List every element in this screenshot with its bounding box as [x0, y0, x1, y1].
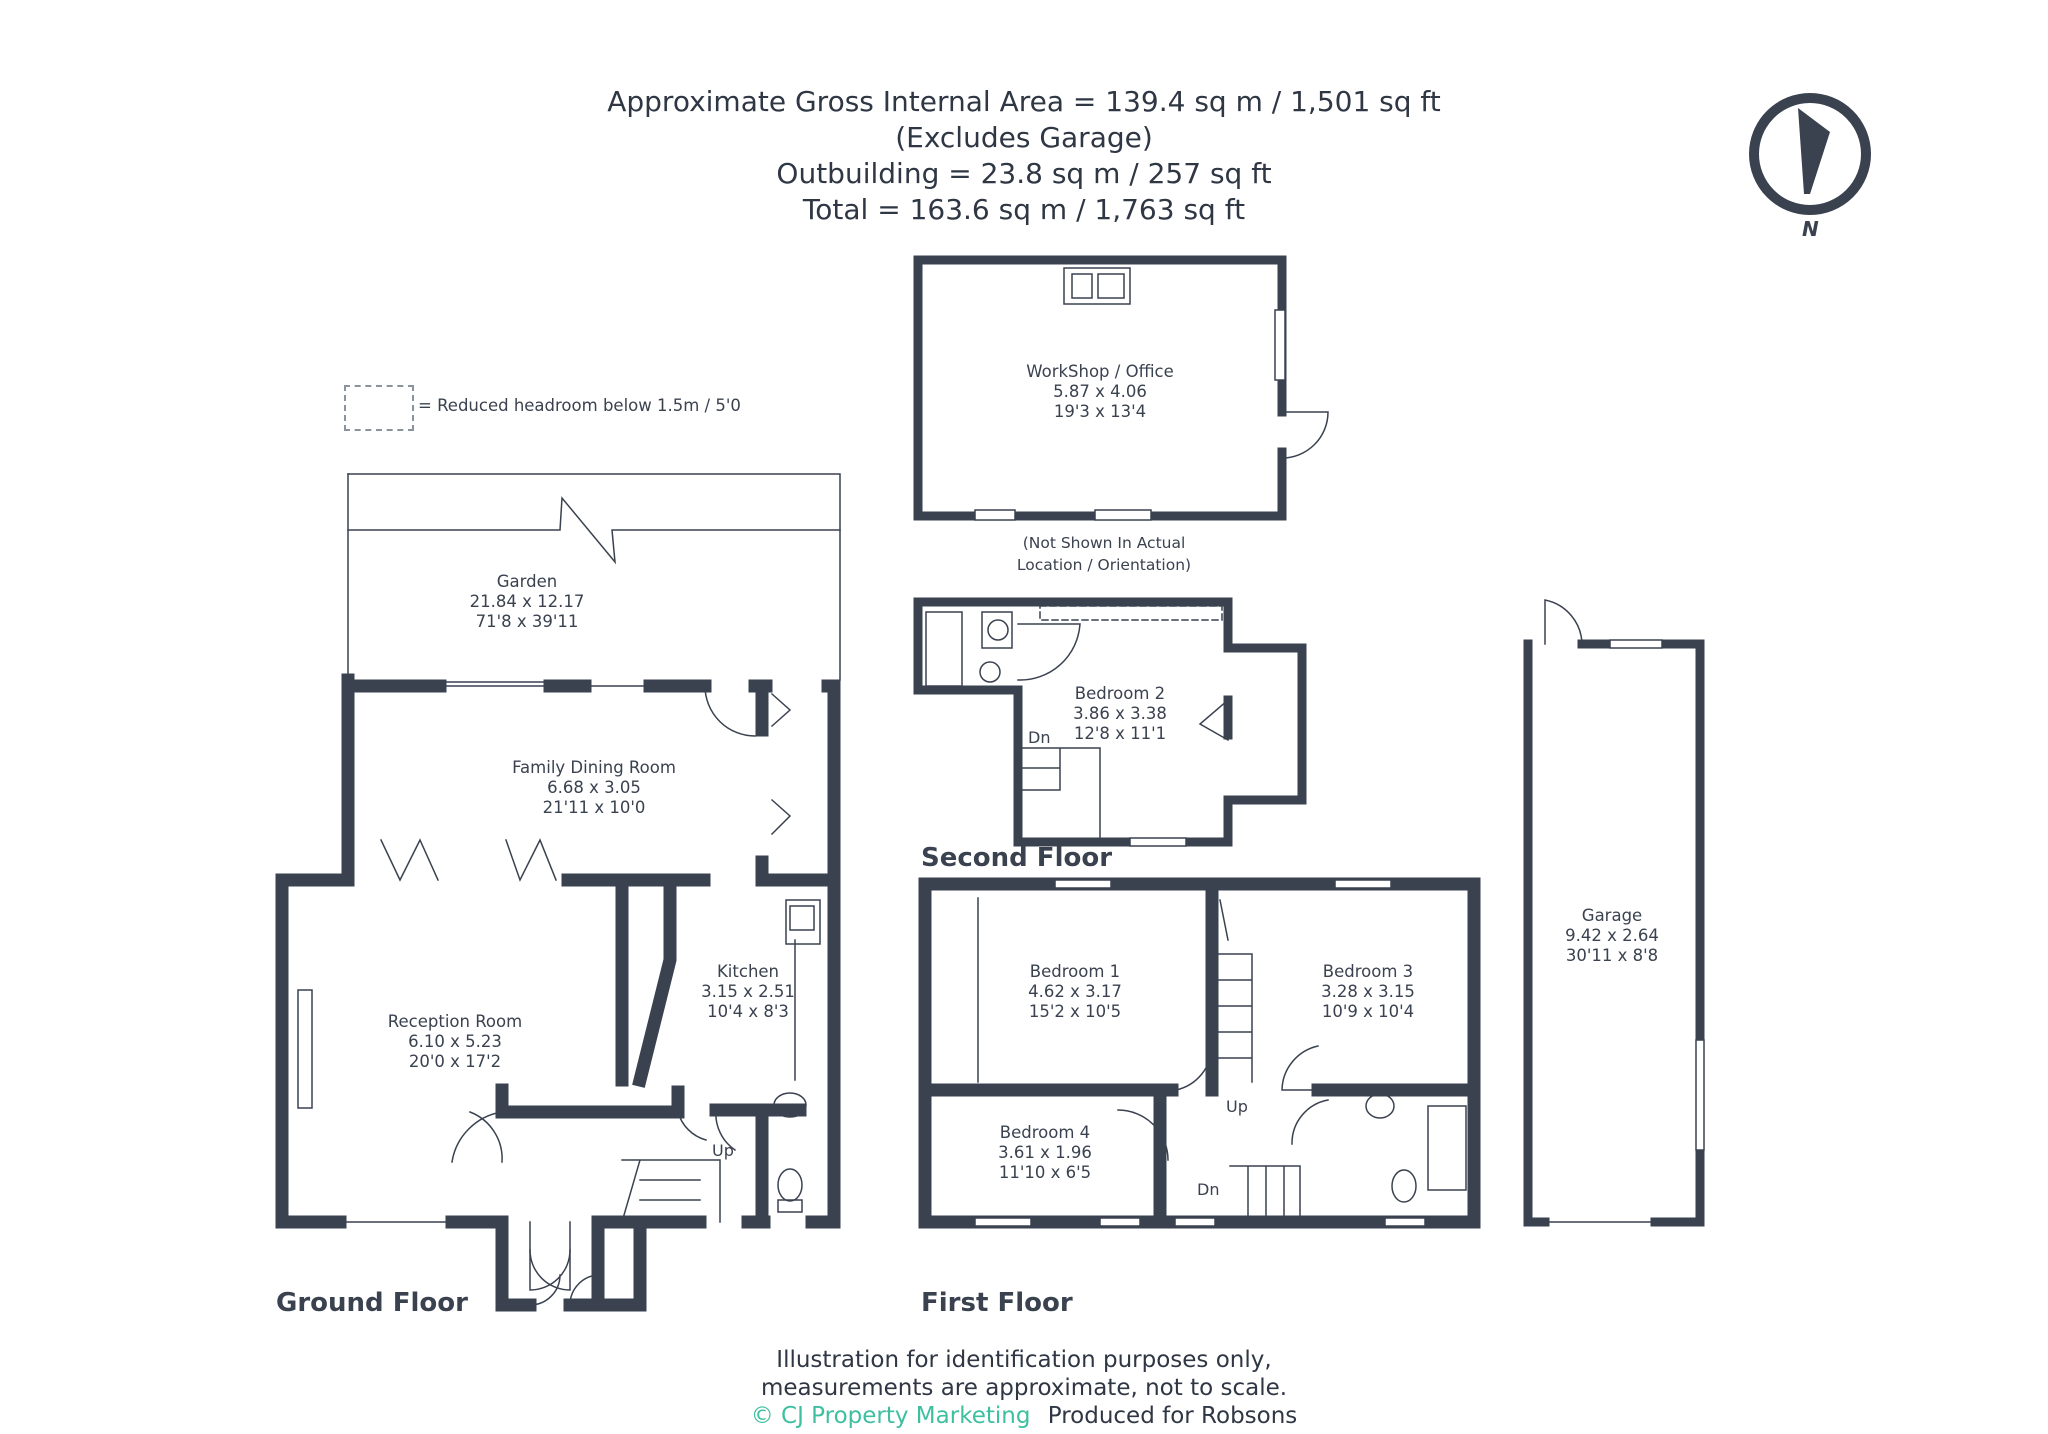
room-garage-name: Garage: [1581, 906, 1643, 925]
reduced-headroom-swatch: [344, 385, 414, 431]
room-family-dining: Family Dining Room 6.68 x 3.05 21'11 x 1…: [512, 758, 676, 818]
ground-stair-up-label: Up: [712, 1141, 734, 1160]
disclaimer-line-1: Illustration for identification purposes…: [776, 1347, 1272, 1373]
room-bedroom-1-imperial: 15'2 x 10'5: [1028, 1002, 1122, 1021]
reduced-headroom-legend: = Reduced headroom below 1.5m / 5'0: [418, 396, 741, 415]
room-family-dining-name: Family Dining Room: [512, 758, 676, 777]
produced-for: Produced for Robsons: [1047, 1403, 1298, 1429]
room-workshop-imperial: 19'3 x 13'4: [1053, 402, 1147, 421]
room-bedroom-1: Bedroom 1 4.62 x 3.17 15'2 x 10'5: [1028, 962, 1122, 1022]
room-family-dining-metric: 6.68 x 3.05: [547, 778, 641, 797]
room-kitchen-imperial: 10'4 x 8'3: [707, 1002, 789, 1021]
room-reception-imperial: 20'0 x 17'2: [408, 1052, 502, 1071]
workshop-fixtures: [974, 267, 1329, 521]
room-garden: Garden 21.84 x 12.17 71'8 x 39'11: [470, 572, 585, 632]
first-floor-fixtures: [974, 879, 1467, 1227]
area-summary-line-4: Total = 163.6 sq m / 1,763 sq ft: [802, 193, 1246, 226]
room-workshop-name: WorkShop / Office: [1026, 362, 1174, 381]
room-bedroom-1-metric: 4.62 x 3.17: [1028, 982, 1122, 1001]
garage-fixtures: [1544, 599, 1705, 1223]
ground-floor-label: Ground Floor: [276, 1288, 468, 1318]
outbuilding-note: (Not Shown In Actual Location / Orientat…: [1017, 532, 1191, 576]
room-garage-imperial: 30'11 x 8'8: [1565, 946, 1659, 965]
area-summary-line-3: Outbuilding = 23.8 sq m / 257 sq ft: [776, 157, 1272, 190]
room-bedroom-4-name: Bedroom 4: [999, 1123, 1091, 1142]
room-reception: Reception Room 6.10 x 5.23 20'0 x 17'2: [388, 1012, 522, 1072]
first-stair-down-label: Dn: [1197, 1180, 1220, 1199]
room-garden-metric: 21.84 x 12.17: [469, 592, 585, 611]
room-bedroom-3: Bedroom 3 3.28 x 3.15 10'9 x 10'4: [1321, 962, 1415, 1022]
room-workshop-metric: 5.87 x 4.06: [1053, 382, 1147, 401]
room-bedroom-3-metric: 3.28 x 3.15: [1321, 982, 1415, 1001]
room-workshop: WorkShop / Office 5.87 x 4.06 19'3 x 13'…: [1026, 362, 1174, 422]
room-bedroom-2: Bedroom 2 3.86 x 3.38 12'8 x 11'1: [1073, 684, 1167, 744]
garden-outline: [347, 473, 841, 681]
room-bedroom-4-imperial: 11'10 x 6'5: [998, 1163, 1092, 1182]
room-kitchen-metric: 3.15 x 2.51: [701, 982, 795, 1001]
room-garden-name: Garden: [496, 572, 558, 591]
room-reception-name: Reception Room: [387, 1012, 523, 1031]
room-bedroom-2-imperial: 12'8 x 11'1: [1073, 724, 1167, 743]
area-summary-line-2: (Excludes Garage): [895, 121, 1153, 154]
credit-line: © CJ Property Marketing Produced for Rob…: [0, 1402, 2048, 1430]
room-bedroom-1-name: Bedroom 1: [1029, 962, 1121, 981]
room-bedroom-4-metric: 3.61 x 1.96: [998, 1143, 1092, 1162]
room-family-dining-imperial: 21'11 x 10'0: [542, 798, 646, 817]
disclaimer-line-2: measurements are approximate, not to sca…: [760, 1375, 1288, 1401]
room-garage-metric: 9.42 x 2.64: [1565, 926, 1659, 945]
room-bedroom-2-name: Bedroom 2: [1074, 684, 1166, 703]
room-bedroom-2-metric: 3.86 x 3.38: [1073, 704, 1167, 723]
north-label: N: [1802, 217, 1819, 241]
room-reception-metric: 6.10 x 5.23: [408, 1032, 502, 1051]
brand-credit: © CJ Property Marketing: [750, 1403, 1031, 1429]
room-bedroom-4: Bedroom 4 3.61 x 1.96 11'10 x 6'5: [998, 1123, 1092, 1183]
second-stair-down-label: Dn: [1028, 728, 1051, 747]
room-bedroom-3-name: Bedroom 3: [1322, 962, 1414, 981]
room-garage: Garage 9.42 x 2.64 30'11 x 8'8: [1565, 906, 1659, 966]
second-floor-walls: [913, 597, 1307, 847]
ground-floor-fixtures: [297, 681, 821, 1306]
north-arrow-icon: N: [1738, 72, 1878, 242]
ground-floor-walls: [275, 673, 841, 1312]
outbuilding-note-line-2: Location / Orientation): [1016, 556, 1192, 574]
outbuilding-note-line-1: (Not Shown In Actual: [1022, 534, 1186, 552]
room-kitchen-name: Kitchen: [716, 962, 780, 981]
room-garden-imperial: 71'8 x 39'11: [475, 612, 579, 631]
second-floor-fixtures: [925, 605, 1230, 847]
first-stair-up-label: Up: [1226, 1097, 1248, 1116]
first-floor-label: First Floor: [921, 1288, 1073, 1318]
area-summary-line-1: Approximate Gross Internal Area = 139.4 …: [607, 85, 1441, 118]
second-floor-label: Second Floor: [921, 843, 1113, 873]
room-kitchen: Kitchen 3.15 x 2.51 10'4 x 8'3: [701, 962, 795, 1022]
room-bedroom-3-imperial: 10'9 x 10'4: [1321, 1002, 1415, 1021]
